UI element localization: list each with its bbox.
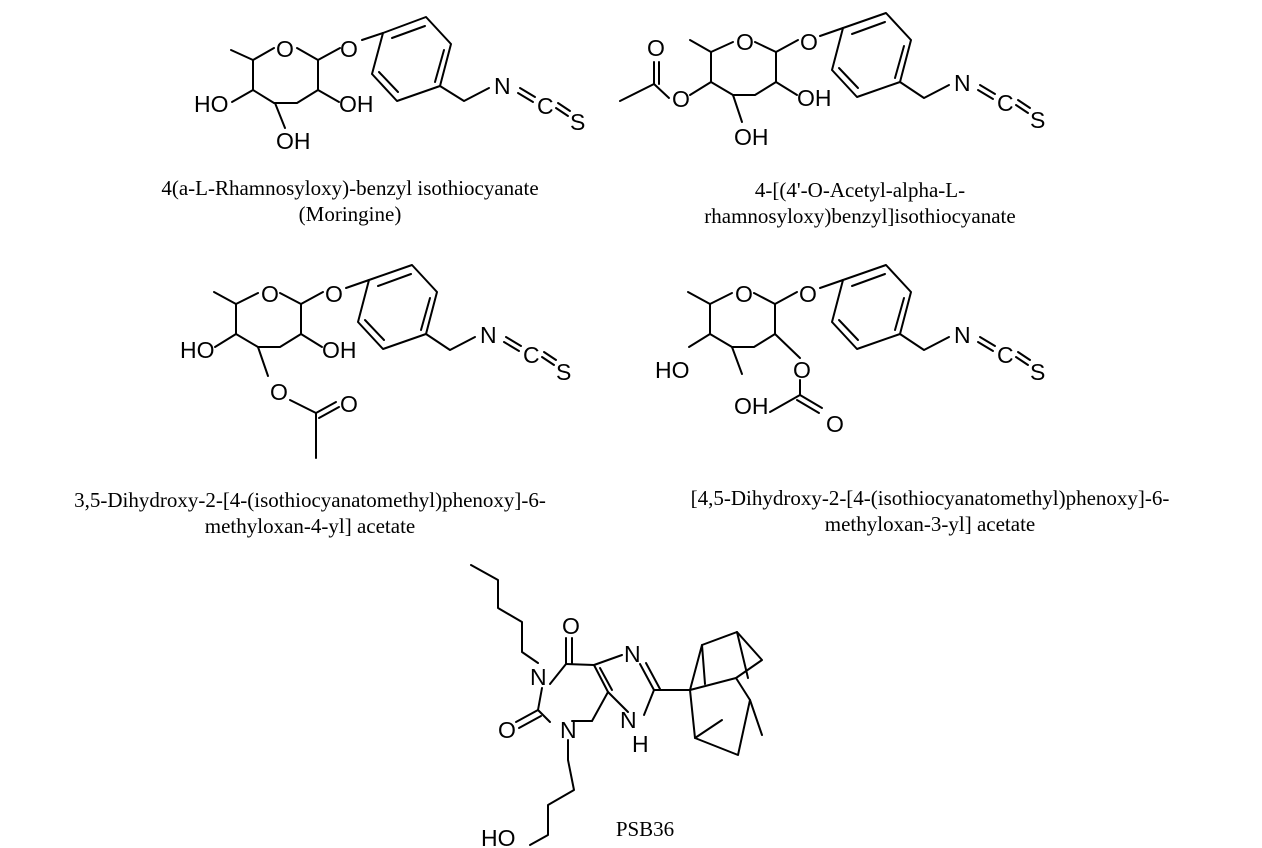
- ring-oxygen-label: O: [736, 29, 754, 55]
- sulfur-label: S: [1030, 107, 1045, 133]
- carbon-label: C: [997, 342, 1014, 368]
- hydroxyl-label: HO: [194, 91, 229, 117]
- nitrogen-label: N: [480, 322, 497, 348]
- compound-1-caption: 4(a-L-Rhamnosyloxy)-benzyl isothiocyanat…: [100, 175, 600, 227]
- sulfur-label: S: [556, 359, 571, 385]
- nitrogen-label: N: [620, 707, 637, 733]
- nitrogen-label: N: [560, 717, 577, 743]
- compound-4-caption: [4,5-Dihydroxy-2-[4-(isothiocyanatomethy…: [610, 485, 1250, 537]
- ring-oxygen-label: O: [735, 281, 753, 307]
- nitrogen-label: N: [954, 322, 971, 348]
- ring-oxygen-label: O: [276, 36, 294, 62]
- glycosidic-oxygen-label: O: [340, 36, 358, 62]
- carbonyl-oxygen-label: O: [498, 717, 516, 743]
- compound-3-name-line1: 3,5-Dihydroxy-2-[4-(isothiocyanatomethyl…: [74, 488, 546, 512]
- hydroxyl-label: HO: [180, 337, 215, 363]
- ester-oxygen-label: O: [270, 379, 288, 405]
- carbon-label: C: [997, 90, 1014, 116]
- hydroxyl-label: HO: [481, 825, 516, 848]
- sulfur-label: S: [570, 109, 585, 135]
- compound-1-name-line2: (Moringine): [298, 202, 402, 226]
- sulfur-label: S: [1030, 359, 1045, 385]
- hydroxyl-label: OH: [276, 128, 311, 154]
- carbon-label: C: [523, 342, 540, 368]
- hydroxyl-label: OH: [339, 91, 374, 117]
- compound-1-name-line1: 4(a-L-Rhamnosyloxy)-benzyl isothiocyanat…: [161, 176, 539, 200]
- nitrogen-label: N: [954, 70, 971, 96]
- nitrogen-label: N: [624, 641, 641, 667]
- hydrogen-label: H: [632, 731, 649, 757]
- ester-oxygen-label: O: [793, 357, 811, 383]
- hydroxyl-label: HO: [655, 357, 690, 383]
- glycosidic-oxygen-label: O: [799, 281, 817, 307]
- ring-oxygen-label: O: [261, 281, 279, 307]
- ester-oxygen-label: O: [672, 86, 690, 112]
- carbonyl-oxygen-label: O: [340, 391, 358, 417]
- compound-3-name-line2: methyloxan-4-yl] acetate: [204, 514, 416, 538]
- compound-5-name: PSB36: [615, 817, 675, 841]
- compound-5-caption: PSB36: [600, 816, 690, 842]
- hydroxyl-label: OH: [797, 85, 832, 111]
- nitrogen-label: N: [530, 664, 547, 690]
- compound-2-caption: 4-[(4'-O-Acetyl-alpha-L- rhamnosyloxy)be…: [610, 177, 1110, 229]
- carbonyl-oxygen-label: O: [826, 411, 844, 437]
- compound-4-name-line2: methyloxan-3-yl] acetate: [824, 512, 1036, 536]
- hydroxyl-label: OH: [734, 124, 769, 150]
- glycosidic-oxygen-label: O: [325, 281, 343, 307]
- compound-2-name-line1: 4-[(4'-O-Acetyl-alpha-L-: [754, 178, 966, 202]
- hydroxyl-label: OH: [734, 393, 769, 419]
- carbonyl-oxygen-label: O: [562, 613, 580, 639]
- compound-2-name-line2: rhamnosyloxy)benzyl]isothiocyanate: [704, 204, 1016, 228]
- carbonyl-oxygen-label: O: [647, 35, 665, 61]
- compound-3-caption: 3,5-Dihydroxy-2-[4-(isothiocyanatomethyl…: [30, 487, 590, 539]
- nitrogen-label: N: [494, 73, 511, 99]
- compound-4-name-line1: [4,5-Dihydroxy-2-[4-(isothiocyanatomethy…: [690, 486, 1170, 510]
- hydroxyl-label: OH: [322, 337, 357, 363]
- carbon-label: C: [537, 93, 554, 119]
- glycosidic-oxygen-label: O: [800, 29, 818, 55]
